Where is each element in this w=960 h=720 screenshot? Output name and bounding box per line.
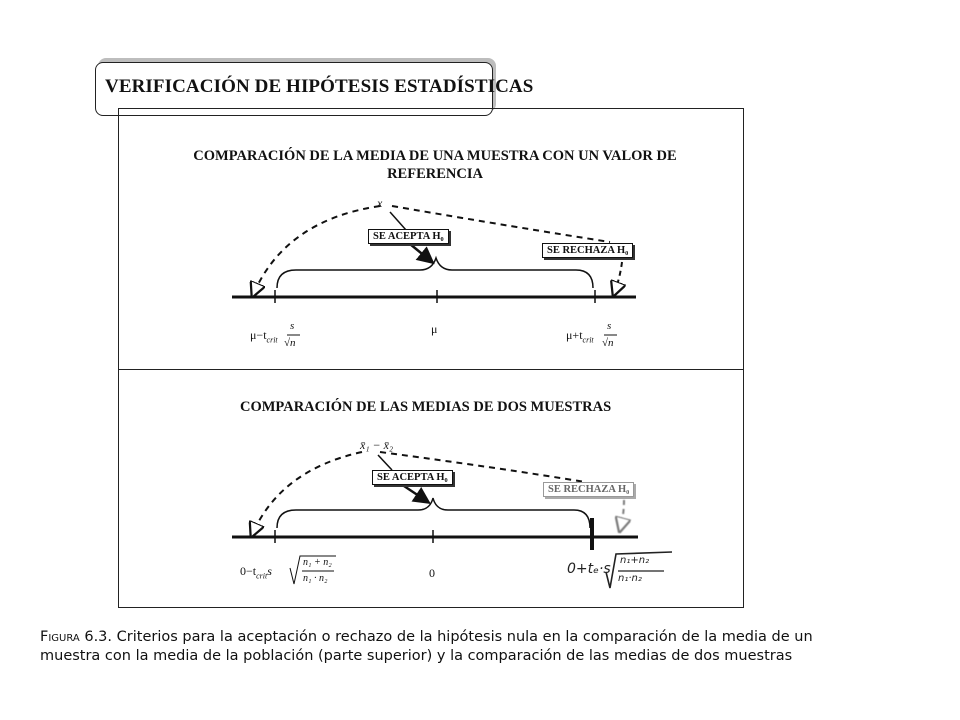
- top-right-frac-num: s: [607, 320, 612, 332]
- top-dashed-arrow-right: [391, 205, 611, 243]
- bottom-right-root-den: n₁·n₂: [618, 573, 642, 584]
- top-dashed-arrow-left: [253, 205, 381, 295]
- bottom-panel-heading: COMPARACIÓN DE LAS MEDIAS DE DOS MUESTRA…: [240, 399, 612, 415]
- bottom-dashed-arrow-right: [379, 451, 586, 483]
- top-center-label: μ: [431, 322, 438, 336]
- diagram-title: VERIFICACIÓN DE HIPÓTESIS ESTADÍSTICAS: [105, 76, 534, 97]
- top-dashed-arrow-down: [614, 261, 622, 294]
- top-acceptance-brace: [276, 255, 594, 289]
- title-box: [95, 62, 493, 116]
- bottom-left-bound-label: 0−tcrits: [240, 564, 272, 581]
- top-left-bound-label: μ−tcrit: [250, 328, 278, 345]
- top-left-frac-num: s: [290, 320, 295, 332]
- bottom-dashed-arrow-down: [620, 499, 624, 530]
- bottom-left-root-den: n₁ · n₂: [303, 573, 328, 584]
- top-pointer-line: [389, 211, 407, 231]
- top-accept-tag: SE ACEPTA H₀: [368, 229, 449, 244]
- top-accept-pointer: [409, 243, 435, 265]
- caption-line2: muestra con la media de la población (pa…: [40, 648, 793, 664]
- bottom-point-label: x̄₁ − x̄₂: [360, 438, 394, 452]
- top-right-frac-den: √n: [602, 337, 614, 349]
- caption-line1: Criterios para la aceptación o rechazo d…: [116, 629, 812, 645]
- bottom-acceptance-brace: [276, 497, 591, 529]
- top-right-bound-label: μ+tcrit: [566, 328, 594, 345]
- bottom-pointer-line: [377, 454, 393, 471]
- figure-caption: Figura 6.3. Criterios para la aceptación…: [40, 628, 812, 668]
- bottom-accept-tag: SE ACEPTA H₀: [372, 470, 453, 485]
- bottom-left-root-num: n₁ + n₂: [303, 557, 332, 568]
- left-root-sign: [289, 555, 336, 585]
- top-left-frac-den: √n: [284, 337, 296, 349]
- top-panel-heading-line1: COMPARACIÓN DE LA MEDIA DE UNA MUESTRA C…: [193, 148, 677, 164]
- figure-label: Figura 6.3.: [40, 629, 113, 645]
- diagram-frame: [118, 108, 744, 608]
- top-reject-tag: SE RECHAZA H₀: [542, 243, 634, 258]
- right-root-sign: [605, 551, 673, 589]
- top-point-label: x: [377, 196, 383, 210]
- bottom-reject-tag: SE RECHAZA H₀: [543, 482, 635, 497]
- panel-divider: [118, 369, 744, 370]
- bottom-right-bound-handwritten: 0+tₑ·s: [567, 561, 611, 577]
- top-number-line: [232, 290, 636, 303]
- bottom-center-label: 0: [429, 566, 435, 580]
- top-panel-heading-line2: REFERENCIA: [387, 166, 483, 182]
- bottom-dashed-arrow-left: [252, 451, 363, 535]
- bottom-number-line: [232, 518, 638, 550]
- bottom-right-root-num: n₁+n₂: [620, 555, 650, 566]
- bottom-accept-pointer: [403, 484, 431, 504]
